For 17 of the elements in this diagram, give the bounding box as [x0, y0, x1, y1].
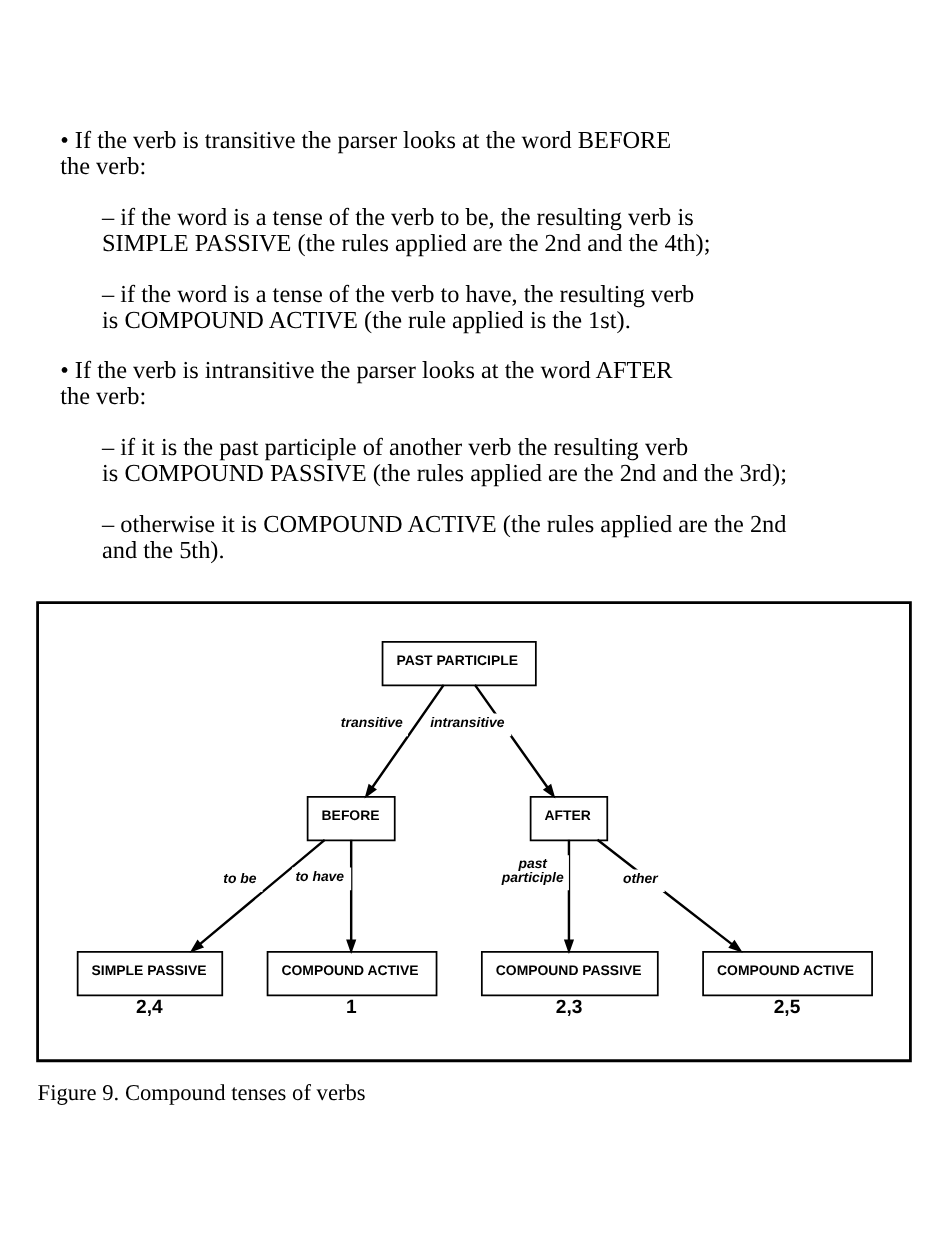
arrow	[364, 684, 445, 799]
label: • If the verb is intransitive the parser looks at the word AFTER the verb:	[60, 356, 673, 411]
node-label: 2,4	[136, 996, 163, 1019]
arrow	[596, 838, 743, 953]
label: – if the word is a tense of the verb to be, the resulting verb is SIMPLE PASSIVE (the rules applied are the 2nd and the 4th);	[102, 202, 711, 258]
arrow	[563, 839, 575, 955]
arrow	[189, 838, 326, 953]
node-label: 2,5	[773, 996, 801, 1019]
cluster	[36, 601, 912, 1063]
label: – otherwise it is COMPOUND ACTIVE (the rules applied are the 2nd and the 5th).	[102, 509, 787, 564]
arrow	[346, 839, 357, 955]
node-label: 2,3	[555, 996, 583, 1019]
label: – if it is the past participle of another verb the resulting verb is COMPOUND PASSIVE (the rules applied are the 2nd and the 3rd);	[102, 432, 787, 487]
label: • If the verb is transitive the parser looks at the word BEFORE the verb:	[60, 126, 672, 181]
node-label: 1	[345, 996, 357, 1019]
caption: Figure 9. Compound tenses of verbs	[37, 1081, 366, 1106]
label: – if the word is a tense of the verb to have, the resulting verb is COMPOUND ACTIVE (the rule applied is the 1st).	[102, 279, 695, 334]
